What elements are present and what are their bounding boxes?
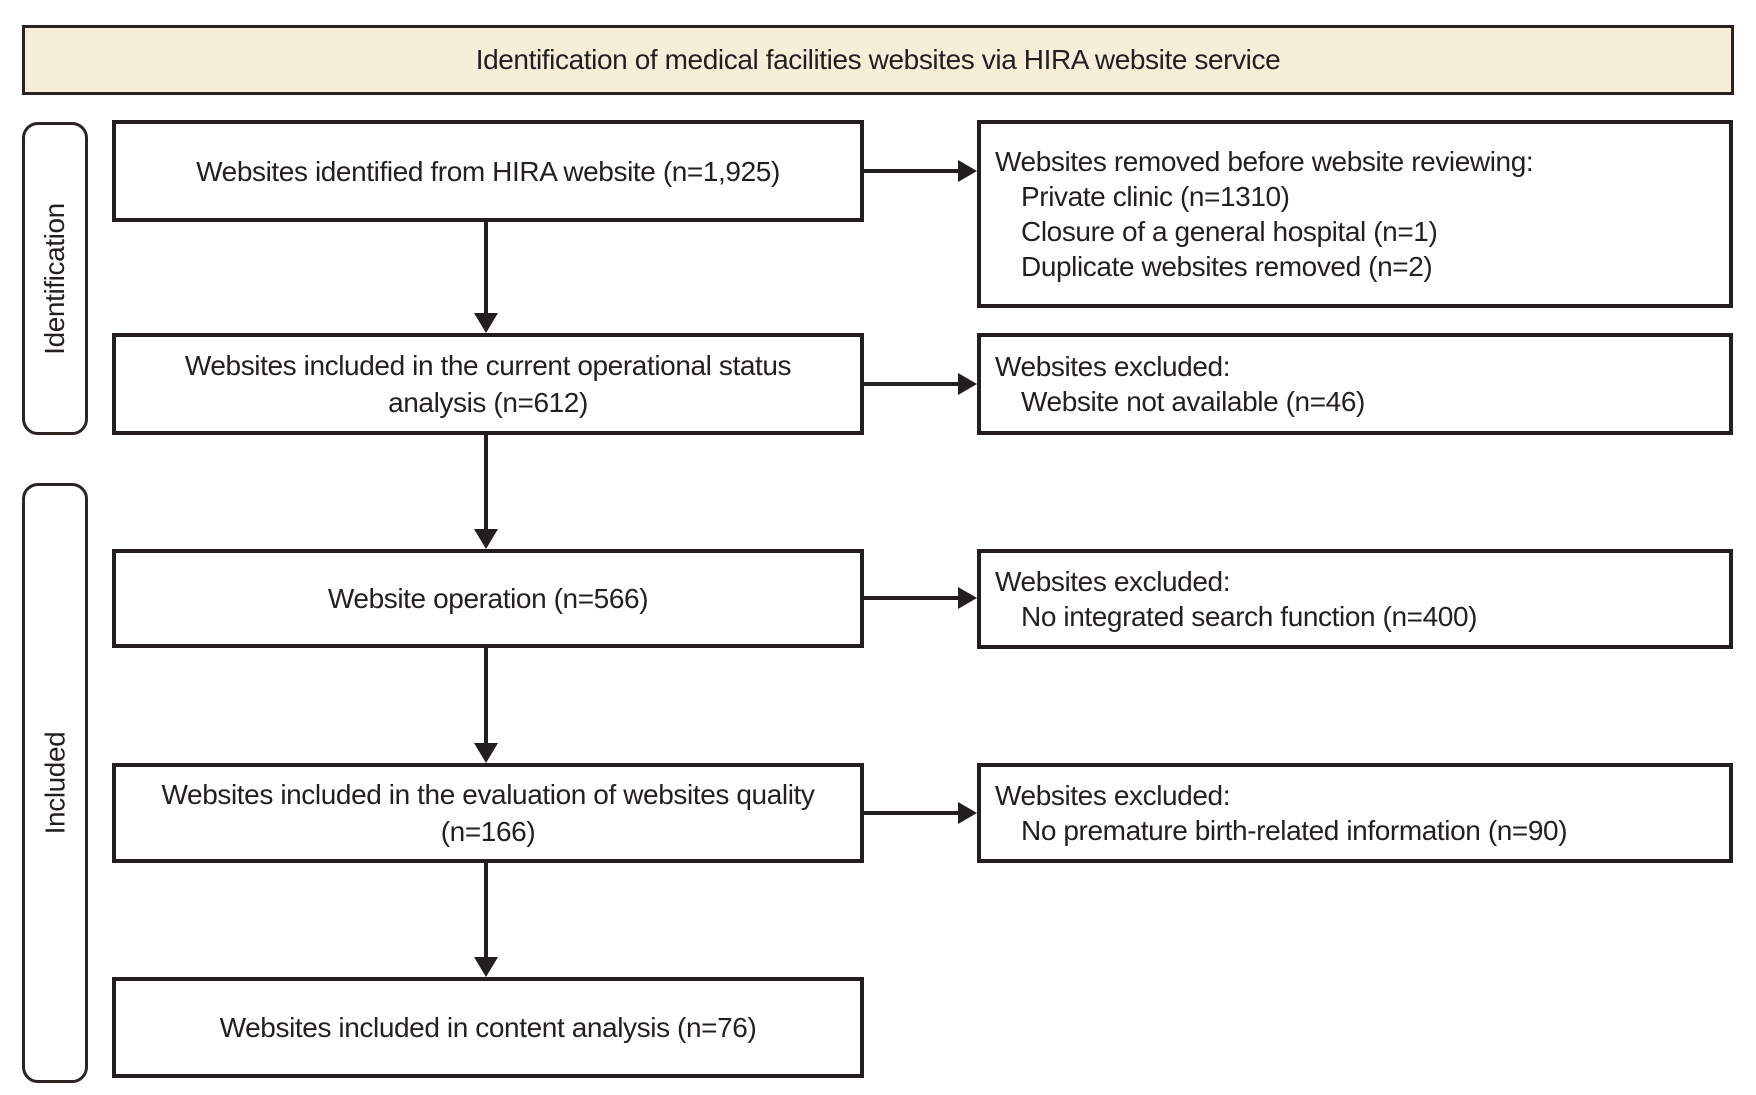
exclusion-box-3-item: No integrated search function (n=400): [1021, 601, 1478, 632]
exclusion-box-removed-before-review: Websites removed before website reviewin…: [977, 120, 1733, 308]
stage-label-included: Included: [22, 483, 88, 1083]
exclusion-box-1-header: Websites removed before website reviewin…: [995, 146, 1534, 177]
diagram-title: Identification of medical facilities web…: [475, 44, 1281, 75]
exclusion-box-no-search-function: Websites excluded: No integrated search …: [977, 549, 1733, 649]
connector-line-right-4: [864, 811, 960, 815]
exclusion-box-3-header: Websites excluded:: [995, 566, 1231, 597]
diagram-title-banner: Identification of medical facilities web…: [22, 25, 1734, 95]
exclusion-box-1-item: Private clinic (n=1310): [1021, 181, 1290, 212]
flow-box-content-analysis-text: Websites included in content analysis (n…: [219, 1012, 757, 1043]
connector-line-down-3: [484, 648, 488, 745]
flow-box-website-operation-text: Website operation (n=566): [327, 583, 649, 614]
exclusion-box-2-item: Website not available (n=46): [1021, 386, 1365, 417]
arrowhead-down-icon: [474, 957, 498, 977]
stage-label-included-text: Included: [39, 731, 71, 835]
stage-label-identification: Identification: [22, 122, 88, 435]
arrowhead-right-icon: [958, 802, 977, 824]
flow-box-quality-evaluation: Websites included in the evaluation of w…: [112, 763, 864, 863]
stage-label-identification-text: Identification: [39, 202, 70, 355]
connector-line-right-2: [864, 382, 960, 386]
arrowhead-right-icon: [958, 160, 977, 182]
exclusion-box-not-available: Websites excluded: Website not available…: [977, 333, 1733, 435]
exclusion-box-1-item: Closure of a general hospital (n=1): [1021, 216, 1438, 247]
flow-box-quality-evaluation-line1: Websites included in the evaluation of w…: [161, 779, 815, 810]
flow-box-operational-status-line1: Websites included in the current operati…: [184, 350, 792, 381]
arrowhead-right-icon: [958, 587, 977, 609]
exclusion-box-1-item: Duplicate websites removed (n=2): [1021, 251, 1433, 282]
flow-box-content-analysis: Websites included in content analysis (n…: [112, 977, 864, 1078]
arrowhead-down-icon: [474, 743, 498, 763]
flow-box-identified-text: Websites identified from HIRA website (n…: [196, 155, 780, 187]
arrowhead-right-icon: [958, 373, 977, 395]
flow-box-quality-evaluation-line2: (n=166): [440, 816, 536, 847]
connector-line-down-2: [484, 435, 488, 531]
exclusion-box-4-header: Websites excluded:: [995, 780, 1231, 811]
connector-line-down-4: [484, 863, 488, 959]
flow-box-operational-status: Websites included in the current operati…: [112, 333, 864, 435]
flow-box-website-operation: Website operation (n=566): [112, 549, 864, 648]
exclusion-box-4-item: No premature birth-related information (…: [1021, 815, 1568, 846]
connector-line-right-1: [864, 169, 960, 173]
flow-box-operational-status-line2: analysis (n=612): [388, 387, 588, 418]
connector-line-right-3: [864, 596, 960, 600]
connector-line-down-1: [484, 222, 488, 315]
exclusion-box-2-header: Websites excluded:: [995, 351, 1231, 382]
arrowhead-down-icon: [474, 313, 498, 333]
arrowhead-down-icon: [474, 529, 498, 549]
flow-box-identified: Websites identified from HIRA website (n…: [112, 120, 864, 222]
exclusion-box-no-premature-info: Websites excluded: No premature birth-re…: [977, 763, 1733, 863]
